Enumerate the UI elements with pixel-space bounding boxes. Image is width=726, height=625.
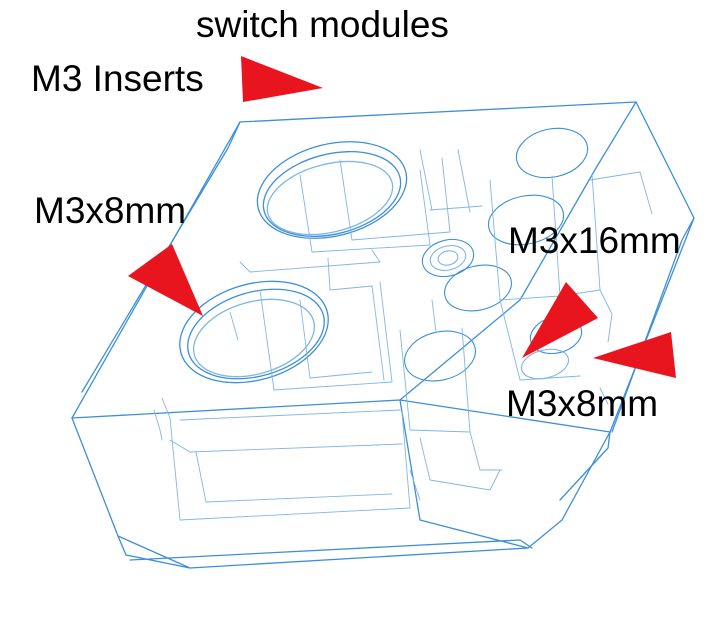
m3x16mm-label: M3x16mm xyxy=(508,220,681,261)
arrows xyxy=(128,56,676,378)
outer-shell xyxy=(71,101,695,569)
m3-inserts-label: M3 Inserts xyxy=(31,58,204,99)
small-bores xyxy=(404,127,589,382)
wireframe-enclosure xyxy=(71,101,695,569)
arrow-screw-left xyxy=(128,244,203,316)
arrow-screw-right xyxy=(593,332,676,378)
top-bore xyxy=(256,141,408,239)
arrow-inserts xyxy=(241,56,323,102)
m3x8mm-right-label: M3x8mm xyxy=(506,383,659,424)
left-bore xyxy=(179,280,329,384)
internal-structure xyxy=(153,149,653,521)
switch-modules-label: switch modules xyxy=(196,4,449,45)
m3x8mm-left-label: M3x8mm xyxy=(34,190,187,231)
arrow-screw-long xyxy=(522,282,598,358)
